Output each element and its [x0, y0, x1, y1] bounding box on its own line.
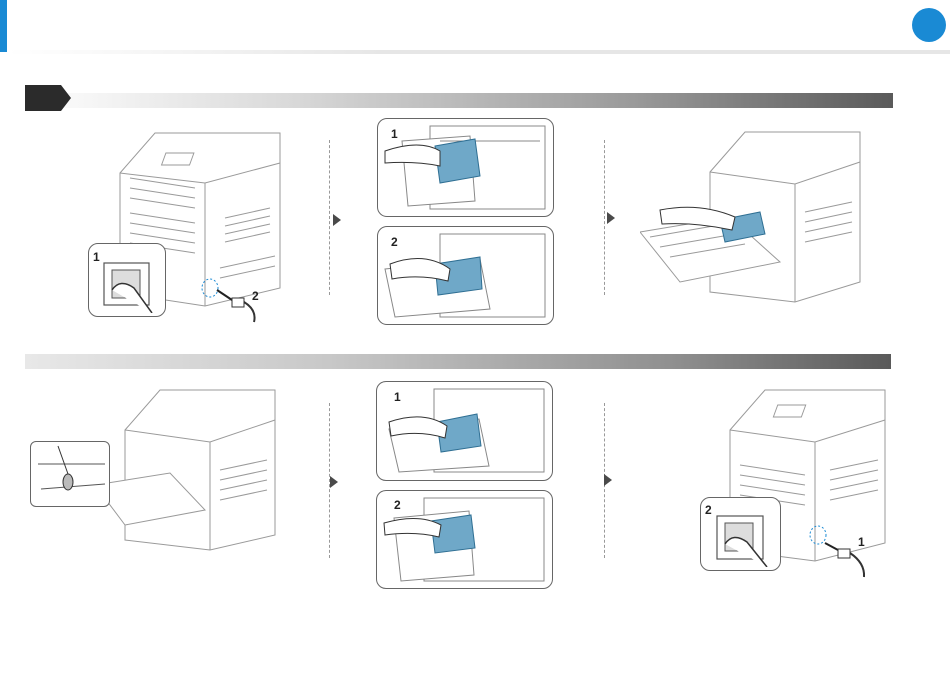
- step-divider: [604, 140, 605, 295]
- callout-number: 2: [705, 503, 712, 517]
- transfer-roller-icon: [33, 444, 107, 504]
- step-arrow-icon: [330, 476, 338, 488]
- callout-number: 1: [391, 127, 398, 141]
- toner-cartridge-icon: [379, 384, 549, 476]
- toner-cartridge-icon: [380, 121, 550, 213]
- step-divider: [329, 140, 330, 295]
- page-header: [0, 0, 950, 56]
- power-cord-icon: [820, 535, 875, 580]
- header-accent-bar: [0, 0, 7, 52]
- step-arrow-icon: [604, 474, 612, 486]
- section-band-2: [25, 354, 891, 369]
- callout-number: 2: [391, 235, 398, 249]
- printer-illustration: [95, 385, 280, 555]
- section-band-1: [25, 93, 893, 108]
- callout-number: 1: [858, 535, 865, 549]
- power-switch-icon: [92, 248, 162, 313]
- header-divider: [7, 50, 950, 54]
- callout-number: 2: [394, 498, 401, 512]
- callout-number: 2: [252, 289, 259, 303]
- callout-number: 1: [93, 250, 100, 264]
- power-switch-icon: [703, 500, 777, 567]
- toner-cartridge-icon: [380, 229, 550, 321]
- chapter-badge: [912, 8, 946, 42]
- section-arrow-icon: [25, 85, 73, 111]
- callout-number: 1: [394, 390, 401, 404]
- toner-cartridge-icon: [379, 493, 549, 585]
- printer-illustration: [640, 122, 865, 307]
- step-arrow-icon: [607, 212, 615, 224]
- step-arrow-icon: [333, 214, 341, 226]
- power-cord-icon: [212, 280, 272, 325]
